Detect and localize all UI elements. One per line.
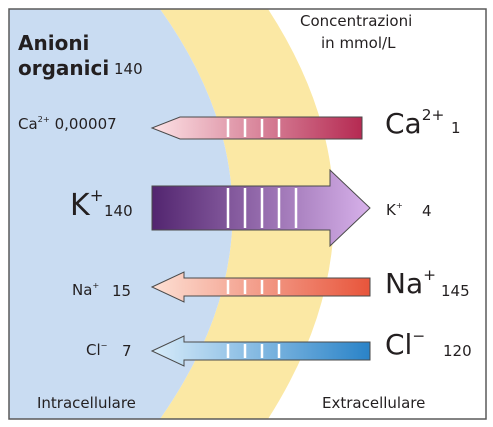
organic-anions-value: 140 — [114, 60, 143, 78]
organic-anions-label-line2: organici — [18, 56, 110, 80]
cl-symbol-large: Cl — [385, 328, 413, 361]
k-extracellular-label: K+ — [386, 200, 403, 219]
na-charge-large: + — [423, 265, 437, 284]
ca-intracellular-value: 0,00007 — [54, 115, 117, 133]
na-intracellular-label: Na+ — [72, 280, 100, 299]
frame-border — [8, 8, 487, 420]
ca-symbol-large: Ca — [385, 107, 422, 140]
intracellular-region — [9, 9, 233, 419]
units-label-line1: Concentrazioni — [300, 12, 413, 30]
cl-intracellular-label: Cl− — [86, 340, 108, 359]
na-extracellular-label: Na+ — [385, 267, 436, 300]
na-charge: + — [92, 280, 100, 290]
ca-charge: 2+ — [37, 114, 50, 124]
k-intracellular-label: K+ — [70, 187, 104, 223]
ca-extracellular-value: 1 — [451, 119, 461, 137]
k-intracellular-value: 140 — [104, 202, 133, 220]
intracellular-label: Intracellulare — [37, 394, 136, 412]
ca-symbol: Ca — [18, 115, 38, 133]
units-label-line2: in mmol/L — [321, 34, 396, 52]
na-symbol: Na — [72, 281, 93, 299]
k-extracellular-value: 4 — [422, 202, 432, 220]
cl-intracellular-value: 7 — [122, 342, 132, 360]
cl-symbol: Cl — [86, 341, 101, 359]
ca-charge-large: 2+ — [421, 105, 445, 124]
ca-flux-arrow — [150, 116, 363, 140]
k-symbol: K — [386, 201, 396, 219]
extracellular-label: Extracellulare — [322, 394, 426, 412]
cl-charge-large: − — [412, 326, 426, 345]
k-charge-large: + — [89, 185, 104, 205]
k-symbol-large: K — [70, 188, 90, 223]
k-charge: + — [395, 200, 403, 210]
cl-charge: − — [100, 340, 108, 350]
cl-extracellular-label: Cl− — [385, 328, 425, 361]
na-extracellular-value: 145 — [441, 282, 470, 300]
ca-extracellular-label: Ca2+ — [385, 107, 444, 140]
cl-extracellular-value: 120 — [443, 342, 472, 360]
na-symbol-large: Na — [385, 267, 424, 300]
organic-anions-label-line1: Anioni — [18, 31, 90, 55]
ca-intracellular-label: Ca2+ 0,00007 — [18, 114, 117, 133]
na-intracellular-value: 15 — [112, 282, 132, 300]
